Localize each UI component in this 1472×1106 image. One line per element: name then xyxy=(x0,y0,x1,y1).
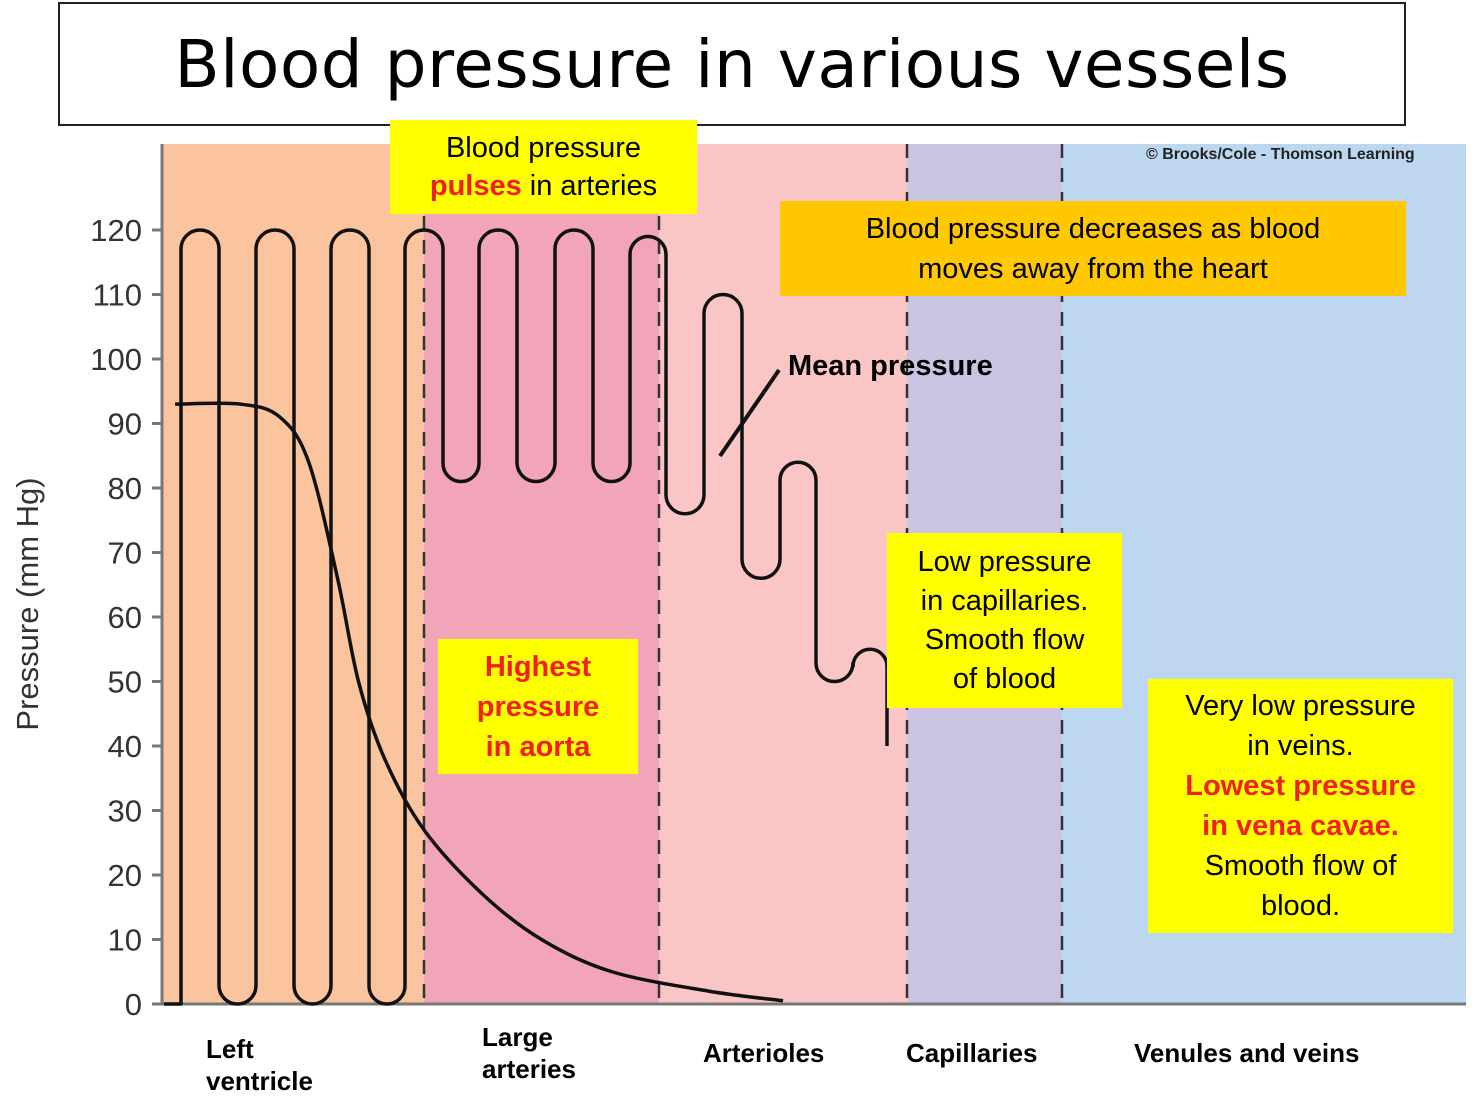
region-label-left-ventricle: Left ventricle xyxy=(206,1033,313,1097)
pulses-line2: pulses in arteries xyxy=(390,167,697,205)
veins-red2: in vena cavae. xyxy=(1202,810,1399,842)
capillaries-line3: Smooth flow xyxy=(924,623,1085,656)
highest-line3: in aorta xyxy=(485,730,591,763)
mean-pressure-line xyxy=(175,401,784,1003)
veins-line3: Smooth flow of xyxy=(1204,850,1397,882)
decreases-line1: Blood pressure decreases as blood xyxy=(865,212,1321,245)
pulses-line1: Blood pressure xyxy=(445,132,642,164)
mean-pressure-pointer xyxy=(718,368,781,458)
region-label-veins: Venules and veins xyxy=(1134,1038,1360,1068)
pulses-red: pulses xyxy=(429,170,522,202)
y-tick-label-120: 120 xyxy=(90,213,142,248)
capillaries-line2: in capillaries. xyxy=(920,584,1089,617)
capillaries-callout: Low pressure in capillaries. Smooth flow… xyxy=(887,533,1122,708)
capillaries-line4: of blood xyxy=(952,662,1057,695)
region-label-lv2: ventricle xyxy=(206,1066,313,1096)
capillaries-line1: Low pressure xyxy=(917,545,1092,578)
region-label-la1: Large xyxy=(482,1022,553,1052)
y-tick-label-10: 10 xyxy=(108,923,142,958)
highest-callout: Highest pressure in aorta xyxy=(438,639,638,774)
copyright-text: © Brooks/Cole - Thomson Learning xyxy=(1146,146,1415,163)
y-axis-label: Pressure (mm Hg) xyxy=(10,477,45,731)
y-tick-label-70: 70 xyxy=(108,536,142,571)
highest-line2: pressure xyxy=(476,690,600,723)
y-tick-label-40: 40 xyxy=(108,729,142,764)
y-tick-label-90: 90 xyxy=(108,407,142,442)
mean-pressure-label: Mean pressure xyxy=(788,350,993,382)
pulses-callout: Blood pressure pulses in arteries xyxy=(390,120,697,214)
y-tick-label-20: 20 xyxy=(108,858,142,893)
pulses-post: in arteries xyxy=(521,170,658,202)
title-box: Blood pressure in various vessels xyxy=(58,2,1406,126)
y-tick-label-60: 60 xyxy=(108,600,142,635)
veins-line2: in veins. xyxy=(1247,730,1354,762)
region-label-large-arteries: Large arteries xyxy=(482,1021,576,1085)
y-tick-label-30: 30 xyxy=(108,794,142,829)
y-tick-label-50: 50 xyxy=(108,665,142,700)
highest-line1: Highest xyxy=(484,650,592,683)
page-title: Blood pressure in various vessels xyxy=(174,25,1290,103)
veins-callout: Very low pressure in veins. Lowest press… xyxy=(1148,679,1453,933)
y-tick-label-0: 0 xyxy=(125,987,142,1022)
pulse-pressure-line xyxy=(164,228,889,1006)
decreases-callout: Blood pressure decreases as blood moves … xyxy=(780,201,1406,296)
veins-line1: Very low pressure xyxy=(1185,690,1416,722)
y-tick-label-110: 110 xyxy=(93,278,142,313)
region-band-2 xyxy=(424,144,659,1004)
region-label-lv1: Left xyxy=(206,1034,254,1064)
region-label-capillaries: Capillaries xyxy=(906,1038,1038,1068)
y-tick-label-100: 100 xyxy=(90,342,142,377)
region-label-la2: arteries xyxy=(482,1054,576,1084)
decreases-line2: moves away from the heart xyxy=(918,252,1268,285)
region-label-arterioles: Arterioles xyxy=(703,1038,825,1068)
y-tick-label-80: 80 xyxy=(108,471,142,506)
veins-line4: blood. xyxy=(1260,890,1340,922)
veins-red1: Lowest pressure xyxy=(1185,770,1416,802)
